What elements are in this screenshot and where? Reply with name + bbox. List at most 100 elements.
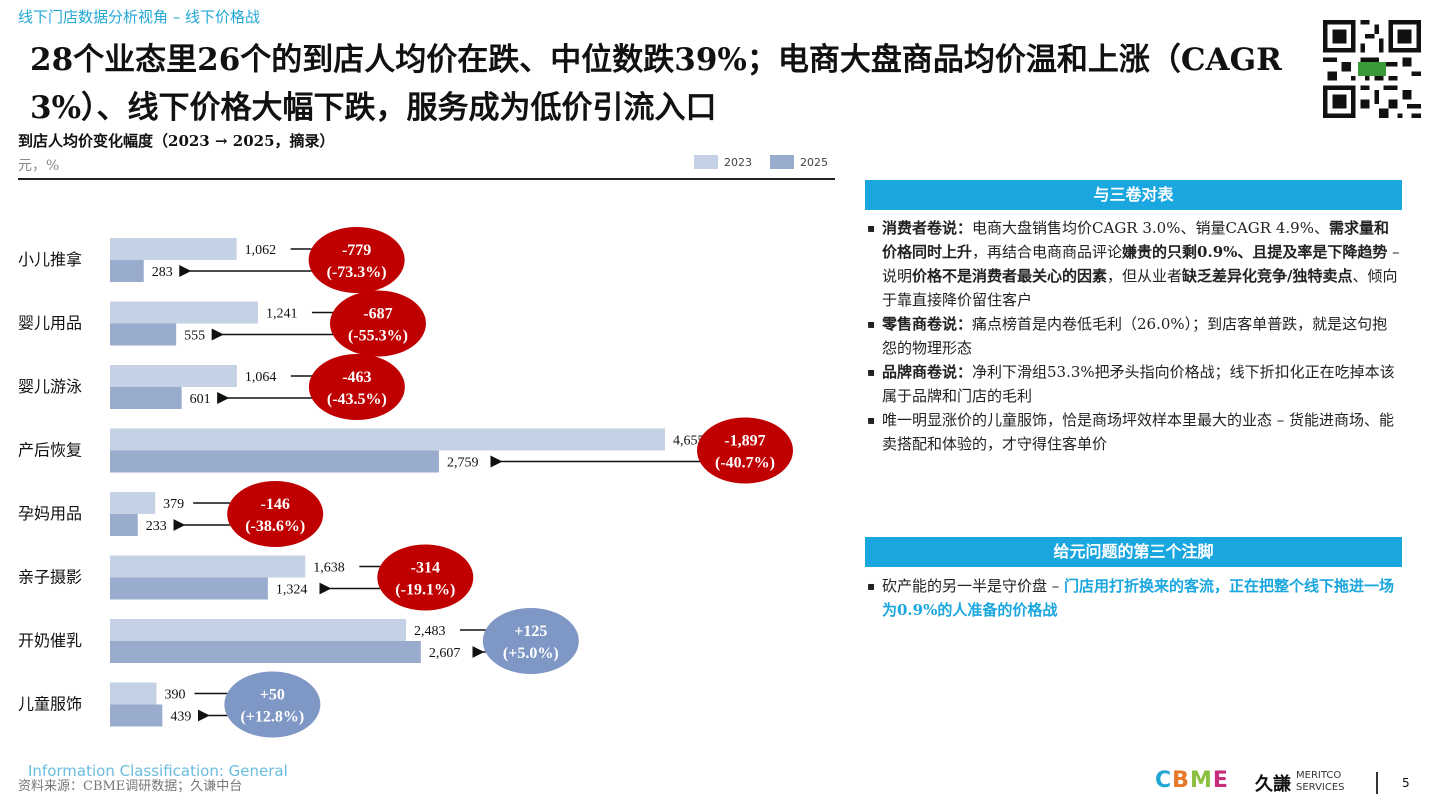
data-label-2025: 233 [146, 519, 167, 534]
data-label-2023: 2,483 [414, 624, 446, 639]
panel-body-footnote: 砍产能的另一半是守价盘 – 门店用打折换来的客流，正在把整个线下拖进一场为0.9… [867, 574, 1402, 622]
comparison-bullet-text: 嫌贵的只剩0.9%、且提及率是下降趋势 [1122, 243, 1388, 261]
comparison-bullet-text: 电商大盘销售均价CAGR 3.0%、销量CAGR 4.9%、 [972, 219, 1329, 237]
data-label-2025: 601 [190, 392, 211, 407]
data-label-2023: 390 [164, 688, 185, 703]
category-label: 开奶催乳 [18, 631, 82, 650]
comparison-bullet: 品牌商卷说：净利下滑组53.3%把矛头指向价格战；线下折扣化正在吃掉本该属于品牌… [867, 360, 1402, 408]
change-pct: (+12.8%) [240, 709, 304, 726]
comparison-bullet: 唯一明显涨价的儿童服饰，恰是商场坪效样本里最大的业态 – 货能进商场、能卖搭配和… [867, 408, 1402, 456]
change-bubble [227, 481, 324, 547]
bar-2023 [110, 238, 237, 260]
qr-code-icon [1323, 20, 1421, 118]
comparison-bullet-text: 唯一明显涨价的儿童服饰，恰是商场坪效样本里最大的业态 – 货能进商场、能卖搭配和… [882, 411, 1395, 453]
footnote-bullet: 砍产能的另一半是守价盘 – 门店用打折换来的客流，正在把整个线下拖进一场为0.9… [867, 574, 1402, 622]
bar-2025 [110, 450, 439, 473]
bar-2025 [110, 323, 177, 346]
change-delta: +50 [260, 687, 285, 704]
change-delta: -1,897 [724, 433, 765, 450]
bar-2023 [110, 365, 237, 387]
bar-2025 [110, 577, 268, 600]
bar-2023 [110, 428, 665, 451]
comparison-bullet-text: 、倾向于靠直接降价留住客户 [882, 267, 1398, 309]
chart-title: 到店人均价变化幅度（2023 → 2025，摘录） [18, 132, 335, 150]
legend-item-2025: 2025 [770, 155, 828, 169]
bar-2023 [110, 555, 306, 578]
section-tag: 线下门店数据分析视角 – 线下价格战 [18, 8, 261, 26]
bar-2023 [110, 619, 407, 641]
chart-rule [18, 178, 835, 180]
comparison-bullet-text: 品牌商卷说： [882, 363, 973, 381]
change-pct: (-55.3%) [348, 328, 408, 345]
change-delta: -146 [261, 496, 290, 513]
footer-divider [1376, 772, 1378, 794]
data-label-2025: 555 [184, 329, 205, 344]
change-delta: -463 [342, 369, 371, 386]
chart-unit: 元，% [18, 158, 60, 174]
change-bubble [308, 227, 405, 293]
legend-swatch-2023 [694, 155, 718, 169]
category-label: 孕妈用品 [18, 504, 82, 523]
bar-chart: 小儿推拿 1,062 283 -779 (-73.3%) 婴儿用品 1,241 555 -687… [18, 227, 793, 738]
comparison-bullet-text: 缺乏差异化竞争/独特卖点 [1182, 267, 1353, 285]
data-label-2023: 1,241 [266, 307, 298, 322]
meritco-logo-line1: MERITCO [1296, 770, 1342, 781]
legend-label-2023: 2023 [724, 155, 752, 169]
legend-label-2025: 2025 [800, 155, 828, 169]
bar-2025 [110, 704, 163, 727]
legend-item-2023: 2023 [694, 155, 752, 169]
change-delta: -779 [342, 242, 371, 259]
cbme-logo: CBME [1155, 768, 1229, 793]
info-classification: Information Classification: General [28, 762, 288, 780]
data-label-2023: 1,064 [245, 370, 277, 385]
data-label-2025: 1,324 [276, 583, 308, 598]
comparison-bullet-text: 净利下滑组53.3%把矛头指向价格战；线下折扣化正在吃掉本该属于品牌和门店的毛利 [882, 363, 1395, 405]
category-label: 小儿推拿 [18, 250, 82, 269]
change-bubble [697, 417, 793, 484]
data-label-2023: 4,655 [673, 434, 705, 449]
bar-2023 [110, 682, 157, 705]
change-bubble [224, 671, 321, 738]
bar-2023 [110, 301, 258, 324]
comparison-bullet: 零售商卷说：痛点榜首是内卷低毛利（26.0%）；到店客单普跌，就是这句抱怨的物理… [867, 312, 1402, 360]
data-label-2025: 283 [152, 265, 173, 280]
change-bubble [308, 354, 405, 420]
legend-swatch-2025 [770, 155, 794, 169]
change-delta: -687 [363, 306, 392, 323]
source-note: 资料来源：CBME调研数据；久谦中台 [18, 779, 243, 794]
bar-2023 [110, 492, 156, 514]
data-label-2025: 2,607 [429, 646, 461, 661]
comparison-bullet: 消费者卷说：电商大盘销售均价CAGR 3.0%、销量CAGR 4.9%、需求量和… [867, 216, 1402, 312]
bar-2025 [110, 514, 138, 536]
change-pct: (-19.1%) [395, 582, 455, 599]
change-delta: +125 [514, 623, 547, 640]
category-label: 产后恢复 [18, 441, 82, 460]
comparison-bullet-text: 痛点榜首是内卷低毛利（26.0%）；到店客单普跌，就是这句抱怨的物理形态 [882, 315, 1388, 357]
category-label: 儿童服饰 [18, 695, 82, 714]
comparison-bullet-text: 零售商卷说： [882, 315, 973, 333]
change-bubble [377, 544, 474, 611]
bar-2025 [110, 641, 421, 663]
category-label: 亲子摄影 [18, 568, 82, 587]
data-label-2023: 1,638 [313, 561, 345, 576]
jiuqian-logo: 久謙 [1255, 774, 1291, 795]
category-label: 婴儿游泳 [18, 377, 82, 396]
footnote-bullet-text: 门店用打折换来的客流，正在把整个线下拖进一场为0.9%的人准备的价格战 [882, 577, 1395, 619]
meritco-logo: MERITCO SERVICES [1296, 770, 1345, 794]
change-pct: (-73.3%) [327, 264, 387, 281]
meritco-logo-line2: SERVICES [1296, 782, 1345, 793]
data-label-2025: 2,759 [447, 456, 479, 471]
change-delta: -314 [411, 560, 440, 577]
comparison-bullet-text: ，再结合电商商品评论 [972, 243, 1123, 261]
data-label-2025: 439 [170, 710, 191, 725]
comparison-bullet-text: 需求量和价格同时上升 [882, 219, 1389, 261]
bar-2025 [110, 260, 144, 282]
page-number: 5 [1402, 776, 1410, 790]
panel-heading-footnote: 给元问题的第三个注脚 [865, 537, 1402, 567]
panel-body-comparison: 消费者卷说：电商大盘销售均价CAGR 3.0%、销量CAGR 4.9%、需求量和… [867, 216, 1402, 456]
data-label-2023: 1,062 [245, 243, 277, 258]
data-label-2023: 379 [163, 497, 184, 512]
change-pct: (+5.0%) [503, 645, 559, 662]
change-pct: (-40.7%) [715, 455, 775, 472]
category-label: 婴儿用品 [18, 314, 82, 333]
